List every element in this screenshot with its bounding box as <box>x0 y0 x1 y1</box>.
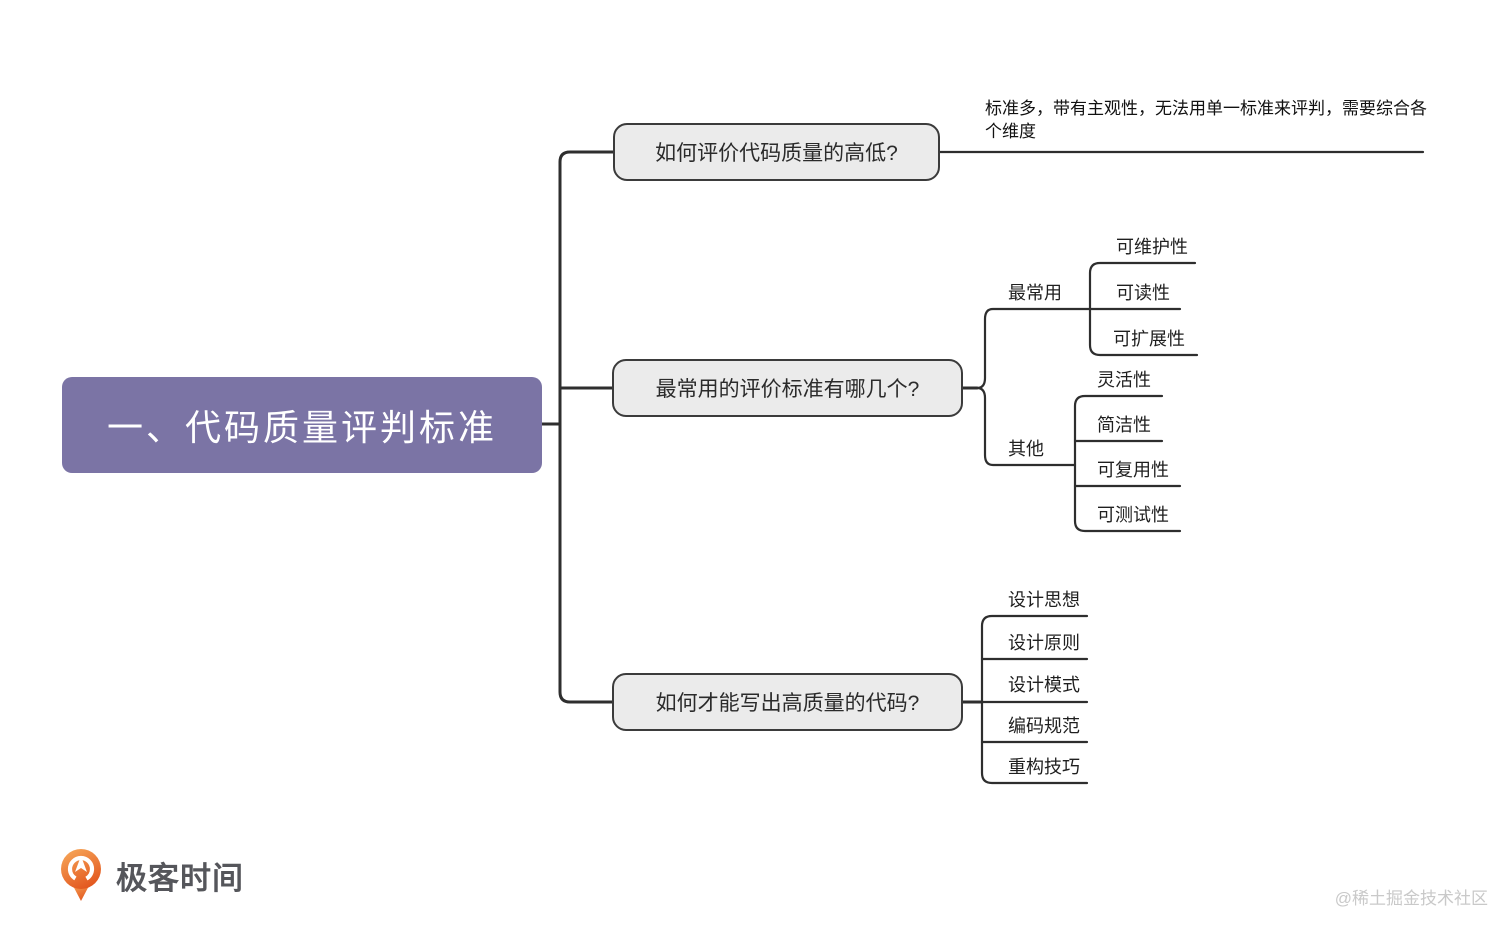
leaf-node-shejisixiang: 设计思想 <box>1008 590 1080 610</box>
question-node-common-criteria: 最常用的评价标准有哪几个? <box>612 359 963 417</box>
root-node: 一、代码质量评判标准 <box>62 377 542 473</box>
connector-bracket-changyong <box>1088 261 1199 357</box>
question-node-write-quality-code: 如何才能写出高质量的代码? <box>612 673 963 731</box>
leaf-node-keduxing: 可读性 <box>1116 283 1170 303</box>
leaf-node-kefuyongxing: 可复用性 <box>1097 460 1169 480</box>
leaf-node-kekuozhanxing: 可扩展性 <box>1113 329 1185 349</box>
geektime-logo-icon <box>61 849 101 901</box>
question-node-evaluate-quality: 如何评价代码质量的高低? <box>613 123 940 181</box>
leaf-node-chonggoujiqiao: 重构技巧 <box>1008 757 1080 777</box>
group-node-qita: 其他 <box>1008 439 1044 459</box>
leaf-node-keceshixing: 可测试性 <box>1097 505 1169 525</box>
connector-fork-qita <box>975 386 1077 467</box>
watermark-text: @稀土掘金技术社区 <box>1334 889 1488 908</box>
leaf-node-shejiyuanze: 设计原则 <box>1008 633 1080 653</box>
leaf-node-keweihuxing: 可维护性 <box>1116 237 1188 257</box>
leaf-node-bianmaguifan: 编码规范 <box>1008 716 1080 736</box>
connector-fork-zuichangyong <box>975 307 1182 390</box>
leaf-node-jianjiexing: 简洁性 <box>1097 415 1151 435</box>
group-node-zuichangyong: 最常用 <box>1008 283 1062 303</box>
connector-bracket-branch3 <box>980 614 1089 785</box>
geektime-logo: 极客时间 <box>58 848 244 902</box>
annotation-note: 标准多，带有主观性，无法用单一标准来评判，需要综合各个维度 <box>985 99 1427 141</box>
leaf-node-shejimoshi: 设计模式 <box>1008 675 1080 695</box>
geektime-logo-text: 极客时间 <box>116 860 244 896</box>
connector-bracket-qita <box>1073 394 1182 533</box>
leaf-node-linghuoxing: 灵活性 <box>1097 370 1151 390</box>
connector-trunk <box>558 150 615 704</box>
